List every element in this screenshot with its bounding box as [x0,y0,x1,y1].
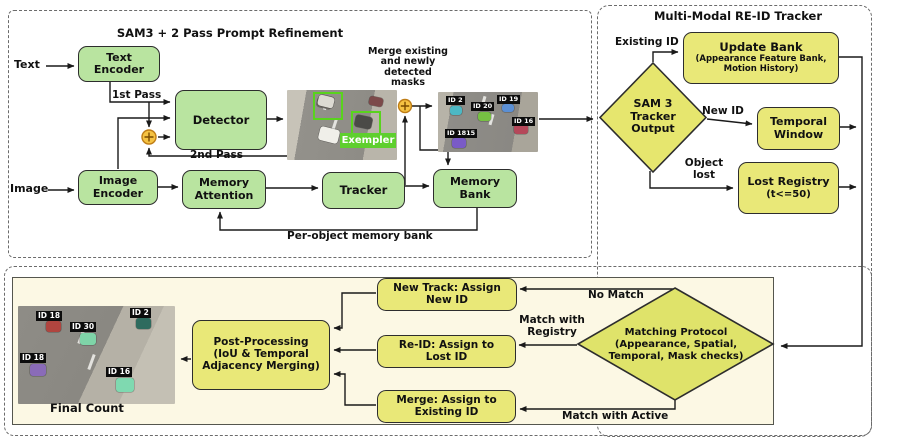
edge-merge-to-post [333,371,376,406]
post-processing-node: Post-Processing (IoU & Temporal Adjacenc… [192,320,330,390]
merge-masks-note: Merge existing and newly detected masks [368,46,448,89]
lost-registry-node: Lost Registry (t<=50) [738,162,839,214]
car [80,333,96,345]
matching-section-frame [4,266,872,436]
memory-attention-node: Memory Attention [182,170,266,209]
text-encoder-node: Text Encoder [78,46,160,82]
matching-protocol-diamond-shape [576,287,775,401]
detector-node: Detector [175,90,267,150]
sam3-section-frame [8,10,592,258]
edge-existing-id [652,49,679,62]
exemplar-photo: Exempler [287,90,397,160]
car [317,125,341,145]
existing-id-label: Existing ID [615,36,679,48]
edge-imageenc-to-detector [117,115,171,169]
id-tag: ID 2 [130,308,151,318]
edge-match-active [519,399,676,412]
car-id2 [450,106,462,115]
new-id-label: New ID [702,105,744,117]
id-tag: ID 18 [36,311,63,321]
match-active-label: Match with Active [562,410,669,422]
object-lost-label: Object lost [684,157,724,181]
car [30,364,46,376]
id-tag: ID 16 [106,367,133,377]
exemplar-bbox [313,92,343,120]
edge-first-pass [109,81,171,105]
new-track-node: New Track: Assign New ID [377,278,517,311]
car-id16 [514,124,528,134]
sam3-section-title: SAM3 + 2 Pass Prompt Refinement [116,26,344,40]
memory-bank-node: Memory Bank [433,169,517,208]
sam3-tracker-output-diamond: SAM 3 Tracker Output [630,96,676,136]
car-id1815 [452,138,466,148]
car [116,378,134,392]
matching-protocol-diamond: Matching Protocol (Appearance, Spatial, … [608,327,744,362]
re-id-node: Re-ID: Assign to Lost ID [377,335,516,368]
id-tag: ID 19 [497,95,521,104]
text-input-label: Text [14,58,40,71]
id-tag: ID 1815 [445,129,478,138]
per-object-label: Per-object memory bank [287,230,433,242]
lane-marking [87,353,96,371]
temporal-window-node: Temporal Window [757,107,840,150]
car [46,321,61,332]
sam3-tracker-output-diamond-shape [598,61,708,174]
edge-masks-to-membank [419,106,451,166]
lost-registry-subtitle: (t<=50) [766,188,811,200]
no-match-label: No Match [588,289,644,301]
update-bank-node: Update Bank (Appearance Feature Bank, Mo… [683,32,839,84]
lost-registry-title: Lost Registry [747,175,830,189]
exempler-tag: Exempler [340,133,396,148]
id-tag: ID 16 [512,117,536,126]
second-pass-label: 2nd Pass [190,149,243,161]
id-tag: ID 18 [20,353,47,363]
id-tag: ID 30 [70,322,97,332]
edge-new-id [706,118,753,127]
match-registry-label: Match with Registry [519,314,585,338]
edge-object-lost [649,171,734,191]
car [136,318,151,329]
id-tag: ID 20 [471,102,495,111]
tracker-node: Tracker [322,172,405,209]
car-id19 [502,104,514,112]
mask-merge-icon [397,98,413,114]
first-pass-label: 1st Pass [112,89,162,101]
reid-section-title: Multi-Modal RE-ID Tracker [653,9,823,23]
prompt-merge-icon [141,129,157,145]
update-bank-subtitle: (Appearance Feature Bank, Motion History… [695,53,827,75]
edge-collector-to-matching [780,56,863,349]
image-input-label: Image [10,182,49,195]
edge-newtrack-to-post [333,292,376,331]
update-bank-title: Update Bank [719,39,803,54]
tracked-detections-photo: ID 2 ID 20 ID 19 ID 16 ID 1815 [438,92,538,152]
id-tag: ID 2 [446,96,465,105]
car-id20 [478,112,491,121]
reid-section-frame [597,5,872,437]
final-count-label: Final Count [50,401,124,415]
car [368,95,384,108]
edge-per-object-loop [217,206,478,231]
merge-node: Merge: Assign to Existing ID [377,390,516,423]
image-encoder-node: Image Encoder [78,170,158,205]
final-count-photo: ID 18 ID 30 ID 2 ID 18 ID 16 [18,306,175,404]
